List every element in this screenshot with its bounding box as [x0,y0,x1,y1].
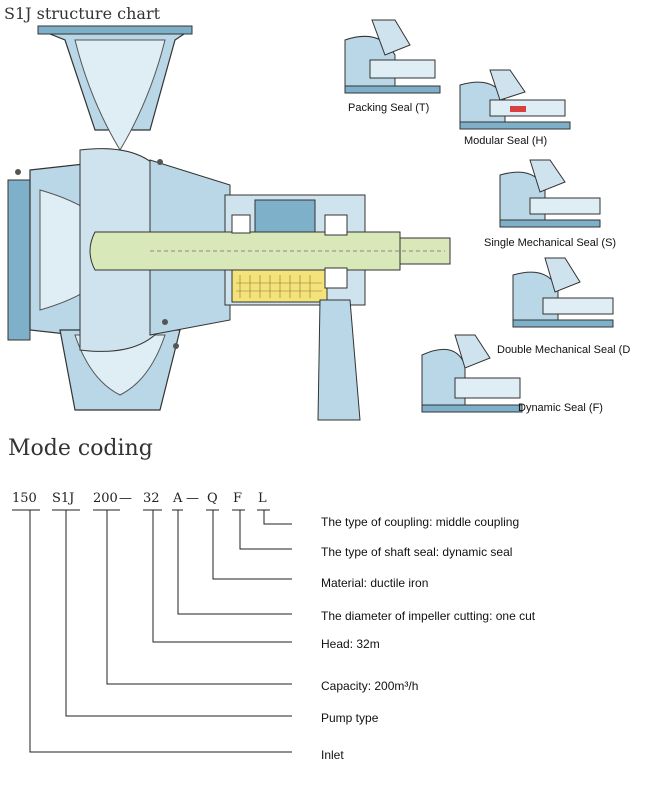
code-impeller: A [172,491,183,506]
seal-label-packing: Packing Seal (T) [348,102,429,114]
seal-variant-modular: Modular Seal (H) [459,69,571,147]
seal-label-dynamic: Dynamic Seal (F) [518,402,603,414]
desc-head: Head: 32m [321,637,380,651]
seal-label-double-mechanical: Double Mechanical Seal (D [497,344,630,356]
code-coupling: L [258,491,267,506]
desc-capacity: Capacity: 200m³/h [321,679,418,693]
desc-material: Material: ductile iron [321,576,428,590]
desc-shaft-seal: The type of shaft seal: dynamic seal [321,545,512,559]
mode-coding-diagram: 150 S1J 200 — 32 A — Q F L [12,491,536,762]
code-pump-type: S1J [52,491,74,506]
seal-variant-dynamic: Dynamic Seal (F) [421,334,603,414]
code-inlet: 150 [12,491,37,506]
pump-cross-section [7,25,451,421]
mode-coding-title: Mode coding [8,436,153,461]
structure-chart-title: S1J structure chart [4,4,161,23]
seal-variant-packing: Packing Seal (T) [344,19,441,114]
desc-inlet: Inlet [321,748,344,762]
code-separator-1: — [119,491,132,506]
code-capacity: 200 [93,491,118,506]
seal-variant-double-mechanical: Double Mechanical Seal (D [497,257,630,356]
seal-label-modular: Modular Seal (H) [464,135,547,147]
code-head: 32 [143,491,160,506]
seal-label-single-mechanical: Single Mechanical Seal (S) [484,237,616,249]
seal-variant-single-mechanical: Single Mechanical Seal (S) [484,159,616,249]
desc-pump-type: Pump type [321,711,379,725]
code-shaft-seal: F [233,491,242,506]
code-material: Q [207,491,218,506]
desc-impeller: The diameter of impeller cutting: one cu… [321,609,536,623]
code-separator-2: — [186,491,199,506]
desc-coupling: The type of coupling: middle coupling [321,515,519,529]
